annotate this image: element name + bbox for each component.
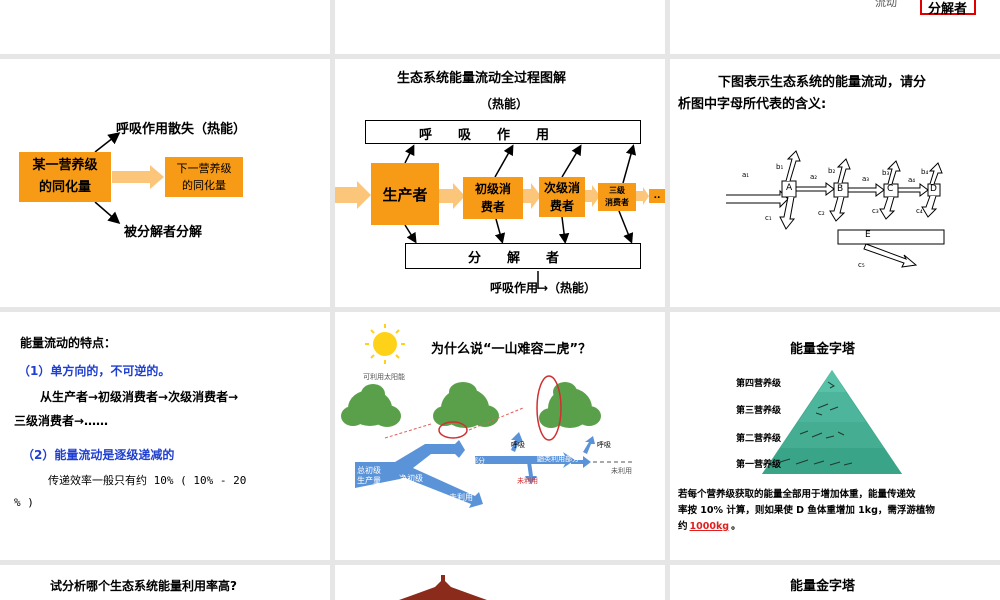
unused-label-2: 未利用 [517,477,538,485]
slide-thumbnail-12[interactable]: 能量金字塔 [670,565,1000,600]
letter-D: D [930,184,937,194]
grass-clump-2-icon [433,382,499,428]
slide-thumbnail-8[interactable]: 为什么说“一山难容二虎”？ [335,312,665,560]
label-a1: a₁ [742,171,750,179]
feature-1: （1）单方向的，不可逆的。 [18,364,171,378]
question-prefix: 约 [678,521,688,532]
decomposer-bar [405,243,641,269]
question-line-1: 若每个营养级获取的能量全部用于增加体重，能量传递效 [678,489,916,500]
secondary-consumer-box: 次级消 费者 [539,177,585,217]
level-4-label: 第四营养级 [736,379,782,389]
label-c5: c₅ [858,261,865,269]
slide-thumbnail-6[interactable]: 下图表示生态系统的能量流动，请分 析图中字母所代表的含义: A B C D E … [670,59,1000,307]
decomposer-text: 被分解者分解 [124,225,203,240]
energy-flow-diagram [335,144,649,289]
feature-1-detail: 从生产者→初级消费者→次级消费者→ [40,390,239,404]
slide5-title: 生态系统能量流动全过程图解 [397,71,567,86]
grass-clump-3-icon [539,382,601,428]
slide10-text: 试分析哪个生态系统能量利用率高? [50,579,237,593]
feature-1-detail-2: 三级消费者→…… [14,414,109,428]
slide7-title: 能量流动的特点： [20,336,117,350]
net-primary-label: 净初级 生产量 [399,474,423,493]
slide-thumbnail-4[interactable]: 某一营养级 的同化量 下一营养级 的同化量 呼吸作用散失（热能） 被分解者分解 [0,59,330,307]
label-c1: c₁ [765,214,772,222]
energy-pyramid [762,370,902,474]
unused-label-1: 未利用 [449,493,473,502]
question-suffix: 。 [731,521,741,532]
label-b4: b₄ [921,168,929,176]
decomposer-bar-label: 分 解 者 [468,251,560,266]
slide6-question-line2: 析图中字母所代表的含义: [678,97,827,112]
slide12-title: 能量金字塔 [790,579,856,594]
feature-2-detail-2: % ) [14,496,34,509]
slide-thumbnail-11[interactable] [335,565,665,600]
ellipsis-box: .. [649,189,665,203]
box-source-level: 某一营养级 的同化量 [19,152,111,202]
decomposer-box [920,0,976,15]
slide-thumbnail-1[interactable] [0,0,330,54]
box-next-level: 下一营养级 的同化量 [165,157,243,197]
pagoda-roof-icon [399,575,487,600]
slide-thumbnail-10[interactable]: 试分析哪个生态系统能量利用率高? [0,565,330,600]
flow-arrows [94,132,164,224]
slide8-title: 为什么说“一山难容二虎”？ [431,342,592,357]
letter-B: B [837,184,844,194]
slide-thumbnail-2[interactable] [335,0,665,54]
primary-consumer-box: 初级消 费者 [463,177,523,219]
respiration-bar-label: 呼 吸 作 用 [419,128,550,143]
slide9-title: 能量金字塔 [790,342,856,357]
respiration-bar [365,120,641,144]
label-c4: c₄ [916,207,923,215]
sun-icon [365,324,405,364]
level-1-label: 第一营养级 [736,460,782,470]
feature-2-detail: 传递效率一般只有约 10% ( 10% - 20 [48,474,247,487]
heat-top: （热能） [480,97,529,111]
label-c2: c₂ [818,209,825,217]
respiration-loss-text: 呼吸作用散失（热能） [116,122,247,137]
answer-value: 1000kg [689,521,730,532]
respiration-label-1: 呼吸 [511,441,525,449]
label-a4: a₄ [908,176,916,184]
letter-E: E [865,230,871,240]
respiration-label-2: 呼吸 [597,441,611,449]
label-b2: b₂ [828,167,836,175]
flow-text-partial: 流动 [875,0,897,9]
energy-flow-schematic [726,150,945,268]
slide-thumbnail-7[interactable]: 能量流动的特点： （1）单方向的，不可逆的。 从生产者→初级消费者→次级消费者→… [0,312,330,560]
tertiary-consumer-box: 三级 消费者 [598,183,636,211]
question-line-2: 率按 10% 计算，则如果使 D 鱼体重增加 1kg，需浮游植物 [678,505,935,516]
rodent-part-label: 鼠类利用部分 [443,457,485,465]
respiration-heat-bottom: 呼吸作用→（热能） [490,281,597,295]
slide-thumbnail-9[interactable]: 能量金字塔 第四营养级 第三营养级 第二营养级 第一营养级 若每个营养级获取的能… [670,312,1000,560]
decomposer-label: 分解者 [928,2,968,17]
label-b3: b₃ [882,169,890,177]
slide6-question-line1: 下图表示生态系统的能量流动，请分 [718,75,927,90]
grass-clump-1-icon [341,384,401,427]
label-a3: a₃ [862,175,870,183]
label-a2: a₂ [810,173,818,181]
slide-thumbnail-3[interactable]: 流动 分解者 [670,0,1000,54]
gross-primary-label: 总初级 生产量 [357,466,381,485]
letter-A: A [786,183,793,193]
label-b1: b₁ [776,163,784,171]
unused-label-3: 未利用 [611,467,632,475]
slide-thumbnail-5[interactable]: 生态系统能量流动全过程图解 （热能） 呼 吸 作 用 生产者 初级消 费者 次级… [335,59,665,307]
label-c3: c₃ [872,207,879,215]
usable-solar-label: 可利用太阳能 [363,373,405,381]
feature-2: （2）能量流动是逐级递减的 [22,448,175,462]
weasel-part-label: 鼬类利用部分 [537,455,579,463]
letter-C: C [887,184,894,194]
level-3-label: 第三营养级 [736,406,782,416]
level-2-label: 第二营养级 [736,434,782,444]
tiger-energy-illustration [341,324,635,508]
producer-box: 生产者 [371,163,439,225]
